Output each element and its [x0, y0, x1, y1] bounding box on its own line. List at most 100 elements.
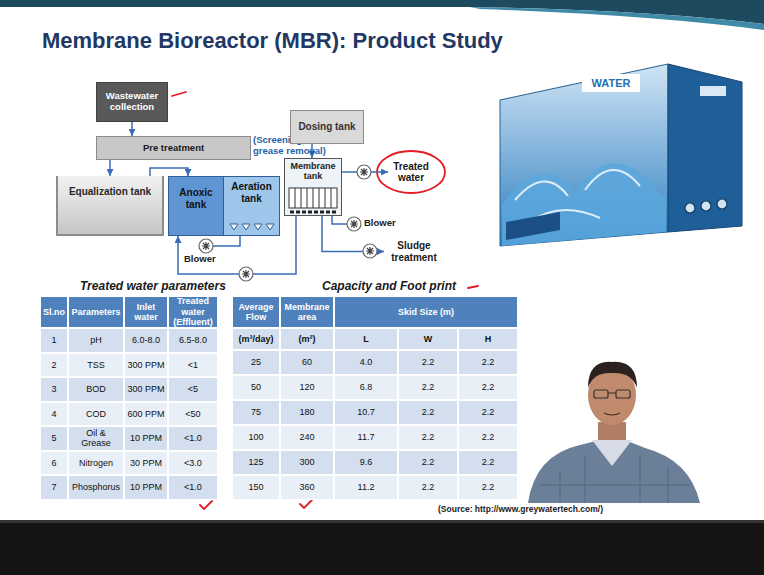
table-cell: 2.2	[458, 350, 518, 375]
blower-symbol	[347, 217, 361, 231]
label-text: 2.2	[422, 357, 435, 367]
node-label: Pre treatment	[143, 143, 204, 154]
table-cell: <5	[168, 377, 218, 402]
label-text: Parameters	[71, 307, 120, 317]
water-splash	[502, 163, 666, 246]
pump-symbol	[239, 267, 253, 281]
pump-symbol	[239, 267, 253, 281]
table-cell: 3	[40, 377, 68, 402]
table-cell: BOD	[68, 377, 124, 402]
table-cell: 125	[232, 450, 280, 475]
label-text: <1.0	[184, 433, 202, 443]
label-text: (m³/day)	[238, 334, 273, 344]
node-label: Sludge treatment	[386, 240, 442, 263]
blower-symbol	[202, 242, 210, 250]
table-cell: W	[398, 328, 458, 350]
glasses	[616, 390, 630, 398]
table-cell: 600 PPM	[124, 402, 168, 427]
node-label: Wastewater collection	[99, 91, 165, 113]
label-text: 11.2	[358, 482, 375, 492]
label-text: 2.2	[482, 482, 495, 492]
table-cell: Inlet water	[124, 296, 168, 328]
tank-fill	[168, 176, 224, 236]
side-logo	[700, 86, 726, 96]
table-cell: 6.0-8.0	[124, 328, 168, 353]
pen-mark	[172, 92, 186, 96]
label-text: 2	[51, 360, 56, 370]
table-cell: 10 PPM	[124, 426, 168, 451]
source-note: (Source: http://www.greywatertech.com/)	[436, 505, 605, 515]
table-cell: 2.2	[458, 375, 518, 400]
video-bar	[0, 520, 764, 575]
label-text: <3.0	[184, 458, 202, 468]
pen-tick	[300, 500, 312, 508]
table-cell: Membrane area	[280, 296, 334, 328]
pump-symbol	[357, 165, 371, 179]
table-cell: 2.2	[458, 400, 518, 425]
table-cell: 4.0	[334, 350, 398, 375]
label-text: 10 PPM	[130, 482, 162, 492]
table-cell: <1.0	[168, 475, 218, 500]
pump-symbol	[357, 165, 371, 179]
label-text: 4.0	[360, 357, 373, 367]
table-cell: <1	[168, 353, 218, 378]
table-cell: 11.2	[334, 475, 398, 500]
label-text: 125	[248, 457, 263, 467]
table-cell: Sl.no	[40, 296, 68, 328]
label-text: 2.2	[482, 357, 495, 367]
table-cell: Skid Size (m)	[334, 296, 518, 328]
table-cell: 120	[280, 375, 334, 400]
table-cell: 10 PPM	[124, 475, 168, 500]
equipment-label: Blower	[364, 218, 396, 229]
blower-symbol	[199, 239, 213, 253]
container-panel	[506, 212, 560, 240]
pen-mark	[468, 286, 478, 288]
table-cell: 2.2	[398, 350, 458, 375]
label-text: 2.2	[422, 482, 435, 492]
pump-symbol	[366, 247, 374, 255]
node-label: Membrane tank	[287, 161, 339, 182]
label-text: 2.2	[482, 382, 495, 392]
tank-box: Anoxic tank	[168, 176, 224, 236]
flow-pipe	[150, 168, 188, 176]
label-text: 300 PPM	[127, 384, 164, 394]
label-text: 6.8	[360, 382, 373, 392]
label-text: (Source: http://www.greywatertech.com/)	[438, 504, 603, 514]
table-title: Treated water parameters	[80, 280, 226, 294]
label-text: (m²)	[299, 334, 316, 344]
label-text: <1	[188, 360, 198, 370]
air-diffuser	[230, 224, 274, 230]
tank-box: Membrane tank	[284, 158, 342, 216]
label-text: Skid Size (m)	[398, 307, 454, 317]
label-text: Oil & Grease	[71, 428, 121, 449]
pump-symbol	[242, 270, 250, 278]
table-cell: 2.2	[398, 475, 458, 500]
label-text: 9.6	[360, 457, 373, 467]
node-label: Treated water	[390, 161, 432, 184]
table-cell: 30 PPM	[124, 451, 168, 476]
label-text: 2.2	[422, 407, 435, 417]
membrane-aerator	[290, 211, 336, 214]
label-text: <1.0	[184, 482, 202, 492]
container-side	[668, 64, 742, 232]
label-text: 4	[51, 409, 56, 419]
label-text: 6	[51, 458, 56, 468]
table-cell: 2.2	[398, 375, 458, 400]
table-cell: 240	[280, 425, 334, 450]
label-text: <5	[188, 384, 198, 394]
table-cell: Oil & Grease	[68, 426, 124, 451]
table-cell: 9.6	[334, 450, 398, 475]
table-cell: <1.0	[168, 426, 218, 451]
header-accent	[470, 7, 764, 30]
pen-tick	[200, 501, 212, 509]
air-pipe	[332, 216, 347, 224]
label-text: 100	[248, 432, 263, 442]
label-text: Capacity and Foot print	[322, 279, 456, 293]
header-band	[0, 0, 764, 24]
table-cell: 2.2	[458, 450, 518, 475]
label-text: Blower	[184, 253, 216, 264]
label-text: 30 PPM	[130, 458, 162, 468]
label-text: 50	[251, 382, 261, 392]
